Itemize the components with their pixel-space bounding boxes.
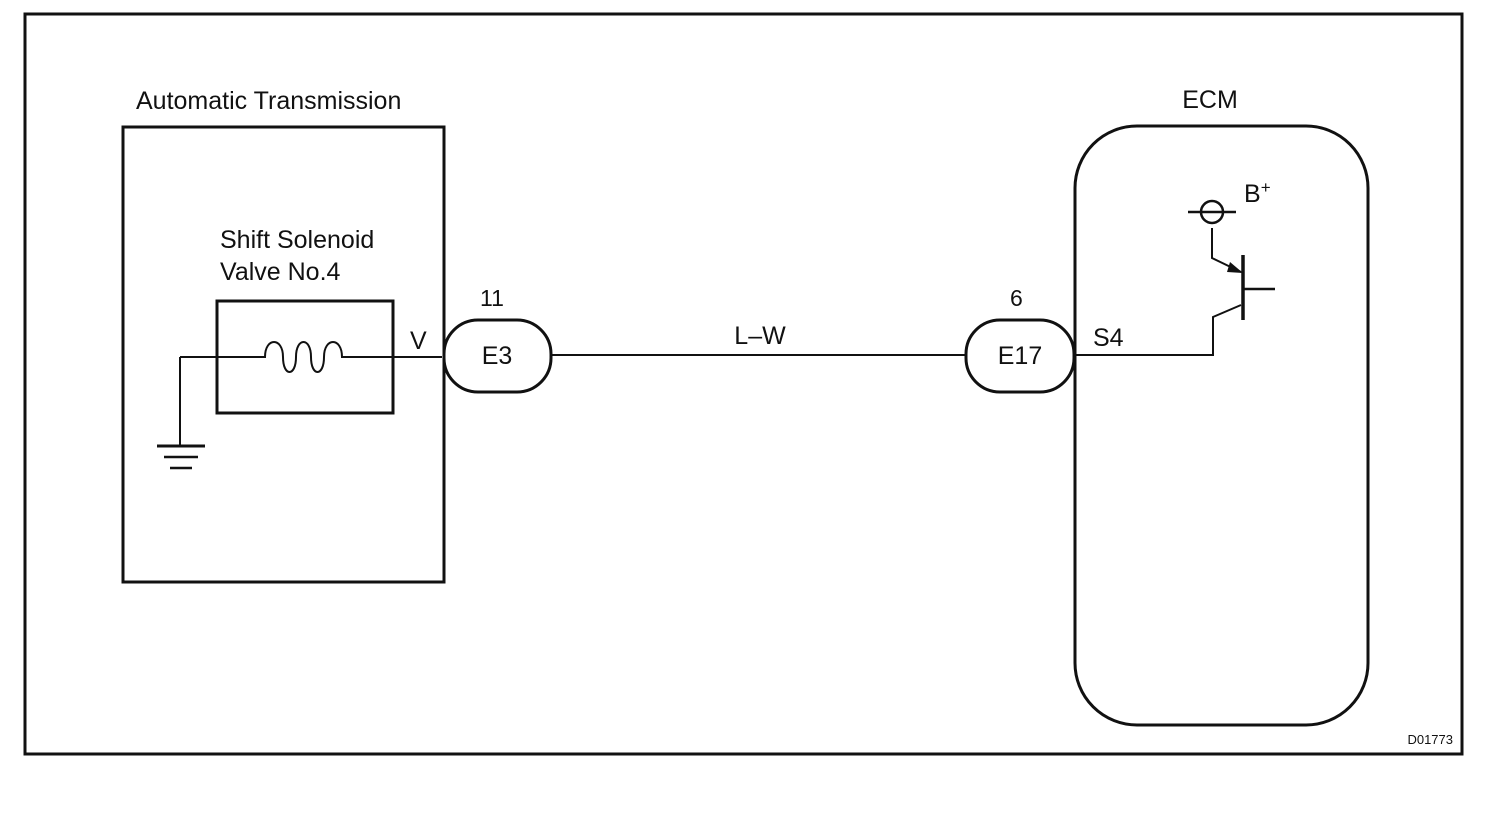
diagram-frame bbox=[23, 12, 1464, 756]
ecm-title: ECM bbox=[1182, 86, 1238, 114]
s4-wire bbox=[1075, 304, 1242, 356]
transistor-icon bbox=[1211, 228, 1275, 320]
solenoid-name-line2: Valve No.4 bbox=[220, 258, 341, 286]
terminal-s4-label: S4 bbox=[1093, 324, 1124, 352]
solenoid-coil-icon bbox=[180, 341, 442, 373]
ecm-box bbox=[1073, 124, 1370, 727]
connector-e3-pin: 11 bbox=[480, 285, 504, 311]
connector-e17-pin: 6 bbox=[1010, 285, 1023, 311]
power-supply-label: B+ bbox=[1244, 178, 1271, 208]
ground-icon bbox=[157, 444, 205, 470]
connector-e3-code: E3 bbox=[482, 342, 513, 370]
wire-color-label: L–W bbox=[734, 322, 786, 350]
automatic-transmission-title: Automatic Transmission bbox=[136, 87, 401, 115]
figure-id: D01773 bbox=[1407, 732, 1453, 747]
terminal-v-label: V bbox=[410, 327, 427, 355]
solenoid-name-line1: Shift Solenoid bbox=[220, 226, 374, 254]
power-supply-icon bbox=[1188, 199, 1236, 225]
connector-e17-code: E17 bbox=[998, 342, 1042, 370]
